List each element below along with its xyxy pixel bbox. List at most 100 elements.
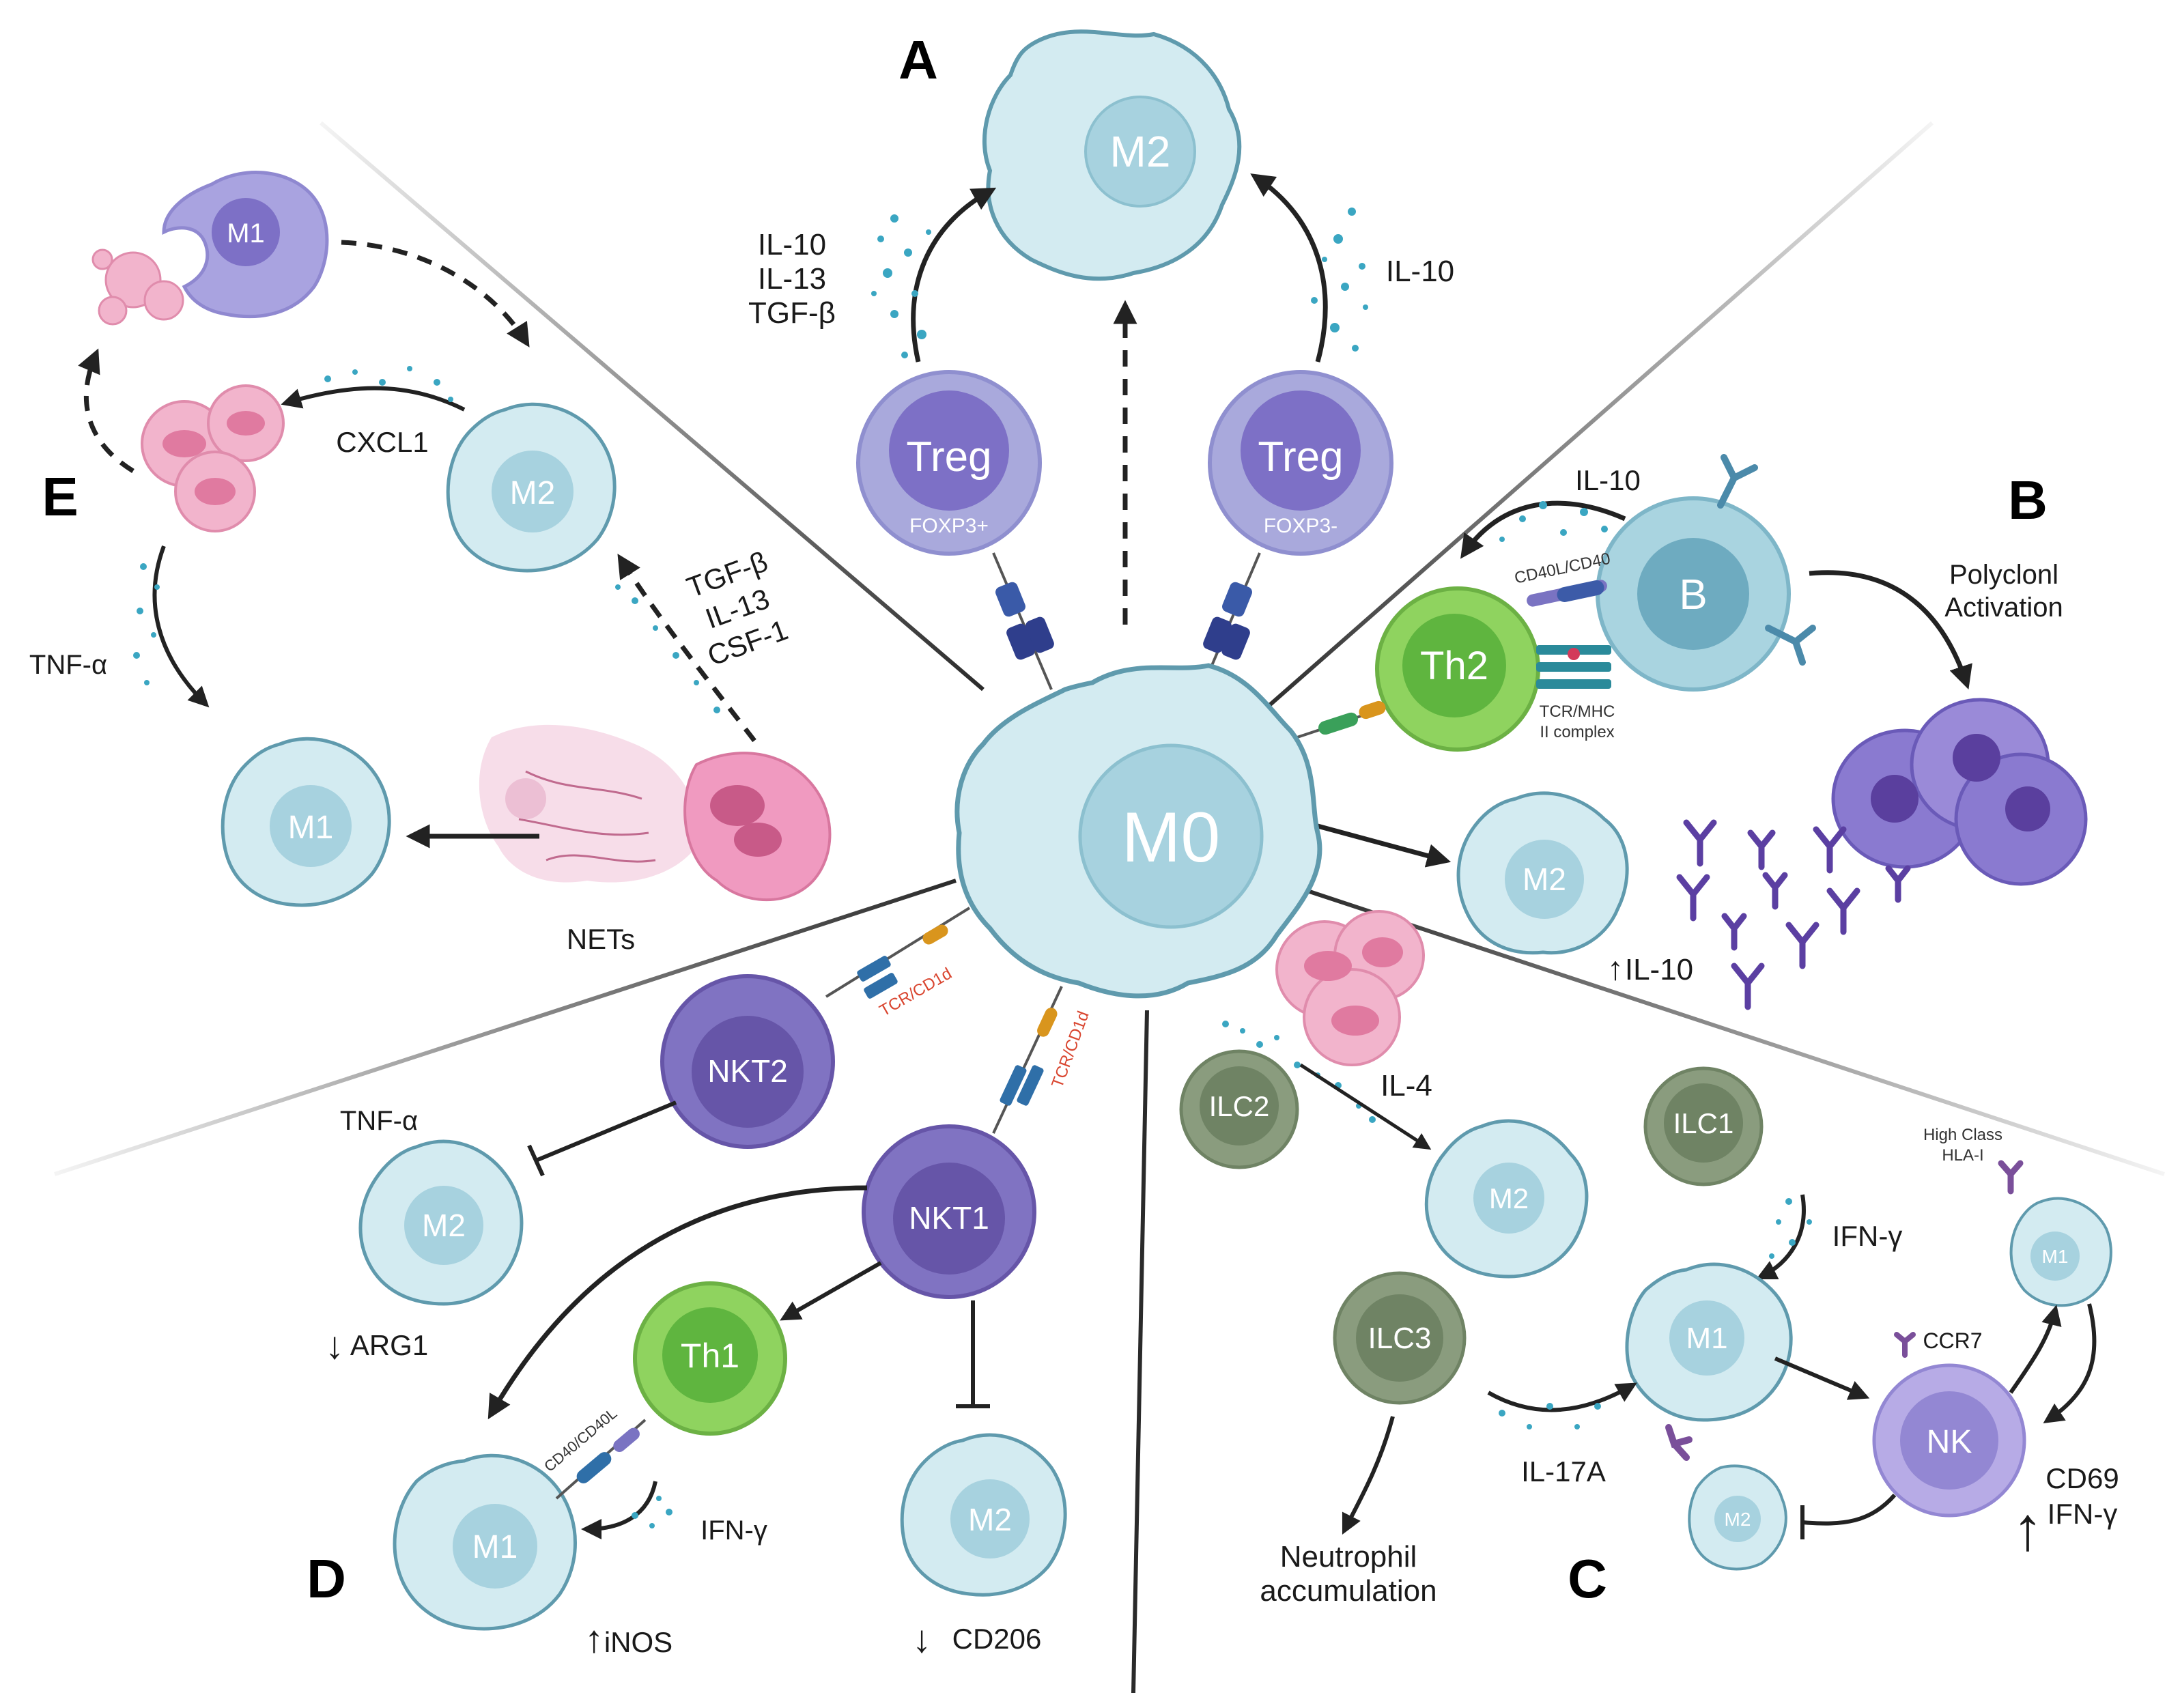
b-surface-antibody-icons [1717,454,1816,666]
nkt2-label: NKT2 [707,1053,788,1089]
divider-upper-right [1255,121,1934,719]
m0-label: M0 [1122,798,1220,877]
b-label: B [1679,571,1707,618]
il10-label-b-up: IL-10 [1625,953,1693,986]
nk-inhibits-m2 [1802,1494,1897,1526]
down-arrow-arg1: ↓ [325,1324,344,1367]
th2-label: Th2 [1420,644,1488,688]
m2-nucleus-e [492,451,574,532]
ilc3-to-neutrophil-arrow [1342,1416,1395,1535]
m1-nucleus-d [453,1504,537,1589]
panel-b: B Th2 B CD40L/CD40 TCR/MHC II complex [1266,454,2088,1010]
up-arrow-inos: ↑ [584,1617,604,1660]
m2-label-d-low: M2 [968,1502,1012,1537]
tgfb-label-a-left: TGF-β [748,296,836,330]
nets-icon [479,724,832,902]
m2-label-a: M2 [1110,127,1171,176]
tcr-cd1d-label-1: TCR/CD1d [877,964,955,1020]
tcr-mhc-label-1: TCR/MHC [1540,702,1615,721]
m1-nucleus-c [1669,1300,1744,1376]
treg-left-to-m2-arrow [911,187,997,362]
polyclonal-activation-arrow [1809,570,1972,689]
m2-label-c: M2 [1489,1182,1529,1214]
panel-e: E M1 M2 CXCL1 TNF-α [29,171,832,955]
treg-receptor-right [1200,552,1261,690]
hla-receptor-icon [1998,1160,2024,1195]
m2-label-b: M2 [1523,862,1566,897]
ifn-label-c2: IFN-γ [2048,1498,2118,1530]
cytokine-dots-d [632,1496,673,1528]
m0-to-m2-arrow-b [1317,823,1452,868]
ifn-label-c: IFN-γ [1832,1220,1903,1252]
nk-nucleus [1900,1391,1998,1490]
arg1-label: ARG1 [350,1329,428,1361]
m2-label-e: M2 [510,475,556,511]
inos-label: iNOS [604,1626,673,1658]
neutrophil-to-m1-dashed-arrow [78,348,135,473]
cd206-label: CD206 [952,1623,1042,1655]
cytokine-dots-b [1499,501,1608,542]
panel-label-d: D [307,1548,346,1609]
b-to-th2-arrow [1460,500,1626,559]
treg-label-left: Treg [906,433,991,481]
il10-label-a-left: IL-10 [758,228,826,261]
m2-nucleus-b [1505,840,1584,919]
divider-upper-left [320,121,985,692]
nkt1-label: NKT1 [909,1200,989,1236]
nkt2-inhibits-m2 [535,1100,677,1163]
m2-to-neutrophil-arrow [281,386,466,412]
cytokine-dots-e-tnf [133,563,160,685]
cd40l-cd40-receptor [1527,580,1607,607]
ilc2-to-m2-arrow [1299,1063,1432,1150]
panel-d: D NKT2 NKT1 TCR/CD1d TCR/CD1d M2 TNF-α ↓… [307,907,1093,1660]
il13-label-a-left: IL-13 [758,262,826,296]
ilc1-nucleus [1664,1083,1743,1163]
up-arrow-cd69: ↑ [2013,1495,2043,1563]
ifn-label-d: IFN-γ [700,1515,767,1546]
sector-dividers [54,121,2165,1694]
th1-label: Th1 [681,1337,739,1375]
high-class-label-2: HLA-I [1942,1146,1983,1165]
treg-right-to-m2-arrow [1250,173,1328,362]
ilc1-label: ILC1 [1673,1107,1734,1139]
nkt1-receptor [992,986,1063,1134]
m2-nucleus-d [404,1186,483,1265]
il10-label-b: IL-10 [1575,464,1641,496]
m2-nucleus-a [1084,96,1196,208]
m1-label-e-top: M1 [227,218,265,248]
cytokine-dots-a [871,208,1368,358]
m1-to-m2-dashed-arrow [341,240,530,347]
tnf-label-e: TNF-α [29,650,107,680]
cytokine-dots-c-ifn [1769,1198,1812,1259]
cd69-label: CD69 [2045,1462,2119,1494]
m0-macrophage: M0 [954,663,1322,999]
treg-receptor-left [992,552,1054,690]
m1-to-nk-arrow [1774,1356,1870,1400]
panel-label-a: A [898,29,938,90]
panel-label-b: B [2008,470,2048,530]
m1-label-d: M1 [472,1529,518,1565]
nets-label: NETs [567,923,635,955]
m1-to-nk-return-arrow [2043,1303,2097,1423]
foxp3-pos-label: FOXP3+ [909,515,989,537]
ilc3-to-m1-arrow [1487,1382,1637,1412]
ccr7-label: CCR7 [1923,1328,1982,1353]
inhibitory-receptor-icon [1665,1424,1693,1461]
divider-bottom [1131,1010,1149,1694]
m1-nucleus-e [270,785,352,867]
ilc1-to-m1-arrow [1755,1194,1806,1280]
th2-nucleus [1402,614,1506,717]
divider-right [1297,885,2165,1176]
cytokine-dots-c-il17 [1499,1403,1601,1429]
ccr7-receptor-icon [1894,1332,1916,1358]
neutrophil-label-1: Neutrophil [1280,1540,1417,1574]
m2-label-d: M2 [422,1208,466,1243]
th1-nucleus [662,1307,758,1403]
m2-nucleus-c [1473,1163,1544,1234]
divider-left [54,879,957,1176]
high-class-label-1: High Class [1923,1126,2002,1144]
antibody-icons-b [1676,819,1911,1010]
m1-nucleus-e-top [212,198,280,266]
nkt1-nucleus [893,1163,1005,1275]
